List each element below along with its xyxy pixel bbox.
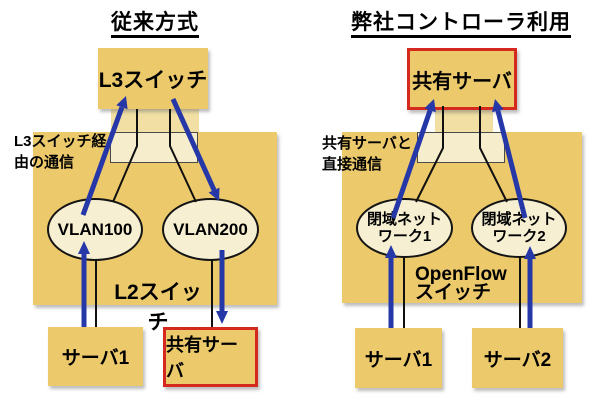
l3-switch-box: L3スイッチ [98, 48, 208, 109]
left-note: L3スイッチ経 由の通信 [14, 133, 107, 171]
left-shared-server-box: 共有サーバ [163, 327, 258, 387]
closed-network2-label: 閉域ネット ワーク2 [481, 211, 557, 245]
right-server2-box: サーバ2 [472, 328, 563, 388]
right-title: 弊社コントローラ利用 [340, 6, 582, 38]
vlan100-ellipse: VLAN100 [47, 198, 143, 261]
vlan100-label: VLAN100 [57, 219, 133, 239]
right-title-text: 弊社コントローラ利用 [351, 11, 571, 38]
closed-network2-ellipse: 閉域ネット ワーク2 [471, 198, 567, 258]
l3-switch-label: L3スイッチ [98, 68, 208, 92]
closed-network1-label: 閉域ネット ワーク1 [366, 211, 442, 245]
right-note: 共有サーバと 直接通信 [322, 135, 412, 173]
l2-switch-label: L2スイッチ [114, 281, 202, 334]
closed-network1-ellipse: 閉域ネット ワーク1 [356, 198, 453, 258]
right-server1-label: サーバ1 [364, 349, 433, 371]
vlan200-ellipse: VLAN200 [162, 198, 259, 261]
right-shared-server-box: 共有サーバ [407, 48, 517, 110]
left-title: 従来方式 [33, 6, 277, 38]
right-connector-strip [435, 108, 493, 133]
left-connector-strip [111, 108, 199, 133]
right-server2-label: サーバ2 [483, 349, 552, 371]
left-server1-box: サーバ1 [48, 327, 143, 386]
right-server1-box: サーバ1 [355, 328, 442, 388]
openflow-switch-label: OpenFlow スイッチ [415, 264, 507, 303]
right-shared-server-label: 共有サーバ [412, 70, 512, 93]
left-shared-server-label: 共有サーバ [166, 335, 238, 381]
left-server1-label: サーバ1 [61, 348, 130, 369]
left-title-text: 従来方式 [111, 11, 199, 38]
vlan200-label: VLAN200 [173, 219, 248, 239]
